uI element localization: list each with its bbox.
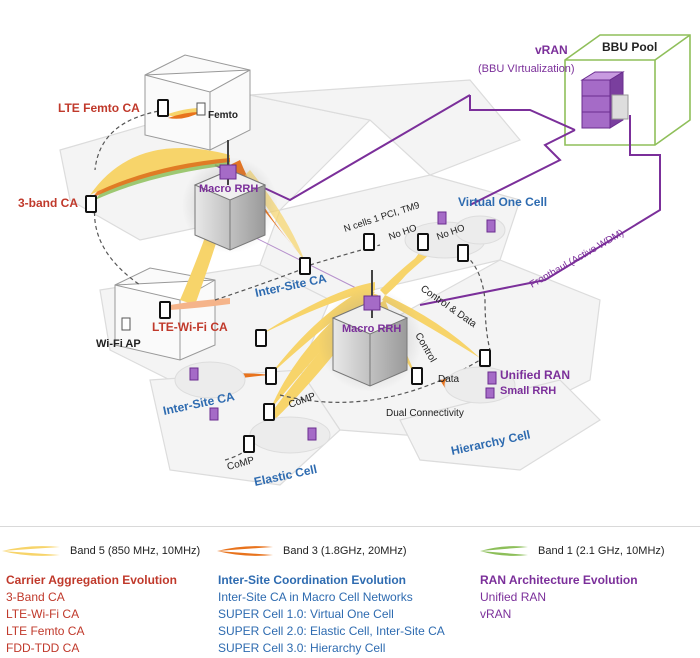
- virtual-one-cell-label: Virtual One Cell: [458, 195, 547, 209]
- three-band-ca-label: 3-band CA: [18, 196, 78, 210]
- small-rrh-label: Small RRH: [500, 385, 556, 397]
- ran-item: Unified RAN: [480, 590, 547, 604]
- ran-architecture-column: RAN Architecture Evolution Unified RAN v…: [480, 572, 638, 623]
- bbu-server-icon: [580, 71, 629, 129]
- data-label: Data: [438, 374, 460, 385]
- legend-band5: Band 5 (850 MHz, 10MHz): [0, 536, 200, 566]
- carrier-aggregation-title: Carrier Aggregation Evolution: [6, 573, 177, 587]
- band1-beam-icon: [480, 546, 528, 556]
- ran-item: vRAN: [480, 607, 512, 621]
- legend-band1: Band 1 (2.1 GHz, 10MHz): [478, 536, 665, 566]
- intersite-item: SUPER Cell 2.0: Elastic Cell, Inter-Site…: [218, 624, 445, 638]
- diagram-canvas: vRAN (BBU VIrtualization) BBU Pool LTE F…: [18, 34, 691, 489]
- lte-wifi-ca-label: LTE-Wi-Fi CA: [152, 320, 228, 334]
- vran-label: vRAN: [535, 43, 568, 57]
- macro-rrh-building-2: [318, 270, 422, 392]
- carrier-item: LTE-Wi-Fi CA: [6, 607, 80, 621]
- bbu-pool-label: BBU Pool: [602, 40, 657, 54]
- band5-beam-icon: [2, 546, 60, 556]
- macro-rrh-label-1: Macro RRH: [199, 183, 258, 195]
- femto-ap-icon: [121, 102, 206, 331]
- lte-femto-ca-label: LTE Femto CA: [58, 101, 140, 115]
- bbu-virtualization-label: (BBU VIrtualization): [478, 63, 575, 75]
- inter-site-coordination-column: Inter-Site Coordination Evolution Inter-…: [218, 572, 445, 657]
- band3-beam-icon: [217, 546, 273, 556]
- carrier-item: 3-Band CA: [6, 590, 65, 604]
- ran-architecture-title: RAN Architecture Evolution: [480, 573, 638, 587]
- macro-rrh-label-2: Macro RRH: [342, 323, 401, 335]
- macro-rrh-building-1: [182, 140, 278, 253]
- legend-band1-label: Band 1 (2.1 GHz, 10MHz): [538, 545, 665, 557]
- unified-ran-label: Unified RAN: [500, 368, 570, 382]
- legend-band3: Band 3 (1.8GHz, 20MHz): [215, 536, 407, 566]
- legend-divider: [0, 526, 700, 527]
- fronthaul-label: Fronthaul (Active WDM): [528, 228, 626, 291]
- carrier-item: LTE Femto CA: [6, 624, 85, 638]
- band-legend: Band 5 (850 MHz, 10MHz) Band 3 (1.8GHz, …: [0, 536, 700, 566]
- legend-band3-label: Band 3 (1.8GHz, 20MHz): [283, 545, 407, 557]
- femto-label: Femto: [208, 110, 238, 121]
- inter-site-coordination-title: Inter-Site Coordination Evolution: [218, 573, 406, 587]
- small-rrh-icons: [189, 211, 497, 441]
- bbu-pool-box: [564, 34, 691, 146]
- dual-connectivity-label: Dual Connectivity: [386, 408, 464, 419]
- intersite-item: SUPER Cell 3.0: Hierarchy Cell: [218, 641, 386, 655]
- intersite-item: SUPER Cell 1.0: Virtual One Cell: [218, 607, 394, 621]
- intersite-item: Inter-Site CA in Macro Cell Networks: [218, 590, 413, 604]
- wifi-ap-label: Wi-Fi AP: [96, 338, 141, 350]
- carrier-aggregation-column: Carrier Aggregation Evolution 3-Band CA …: [6, 572, 177, 657]
- cell-hexagons: [59, 79, 601, 486]
- legend-band5-label: Band 5 (850 MHz, 10MHz): [70, 545, 201, 557]
- ue-phone-icons: [85, 99, 491, 453]
- carrier-item: FDD-TDD CA: [6, 641, 80, 655]
